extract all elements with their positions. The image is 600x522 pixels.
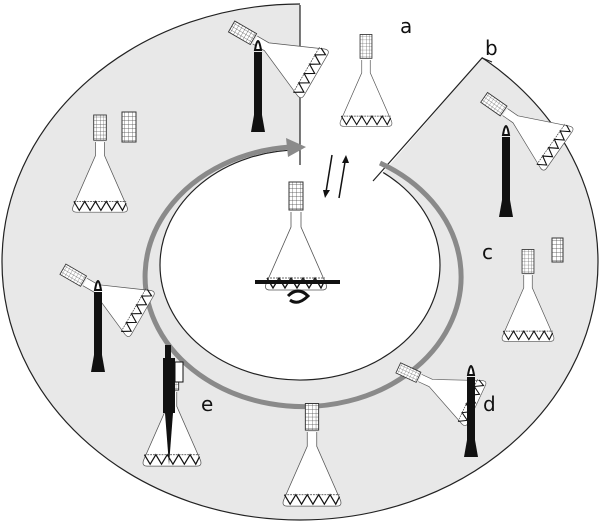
flask-left-upper <box>71 111 137 213</box>
label-e: e <box>201 392 214 416</box>
label-c: c <box>482 240 493 264</box>
cycle-arrow <box>142 138 464 410</box>
equilibrium-arrows-icon <box>323 154 349 199</box>
flask-e-pipette <box>142 345 202 467</box>
label-d: d <box>483 392 496 416</box>
label-a: a <box>400 14 413 38</box>
label-b: b <box>485 36 498 60</box>
flask-c <box>501 237 564 342</box>
center-flask-on-shaker <box>255 181 340 304</box>
